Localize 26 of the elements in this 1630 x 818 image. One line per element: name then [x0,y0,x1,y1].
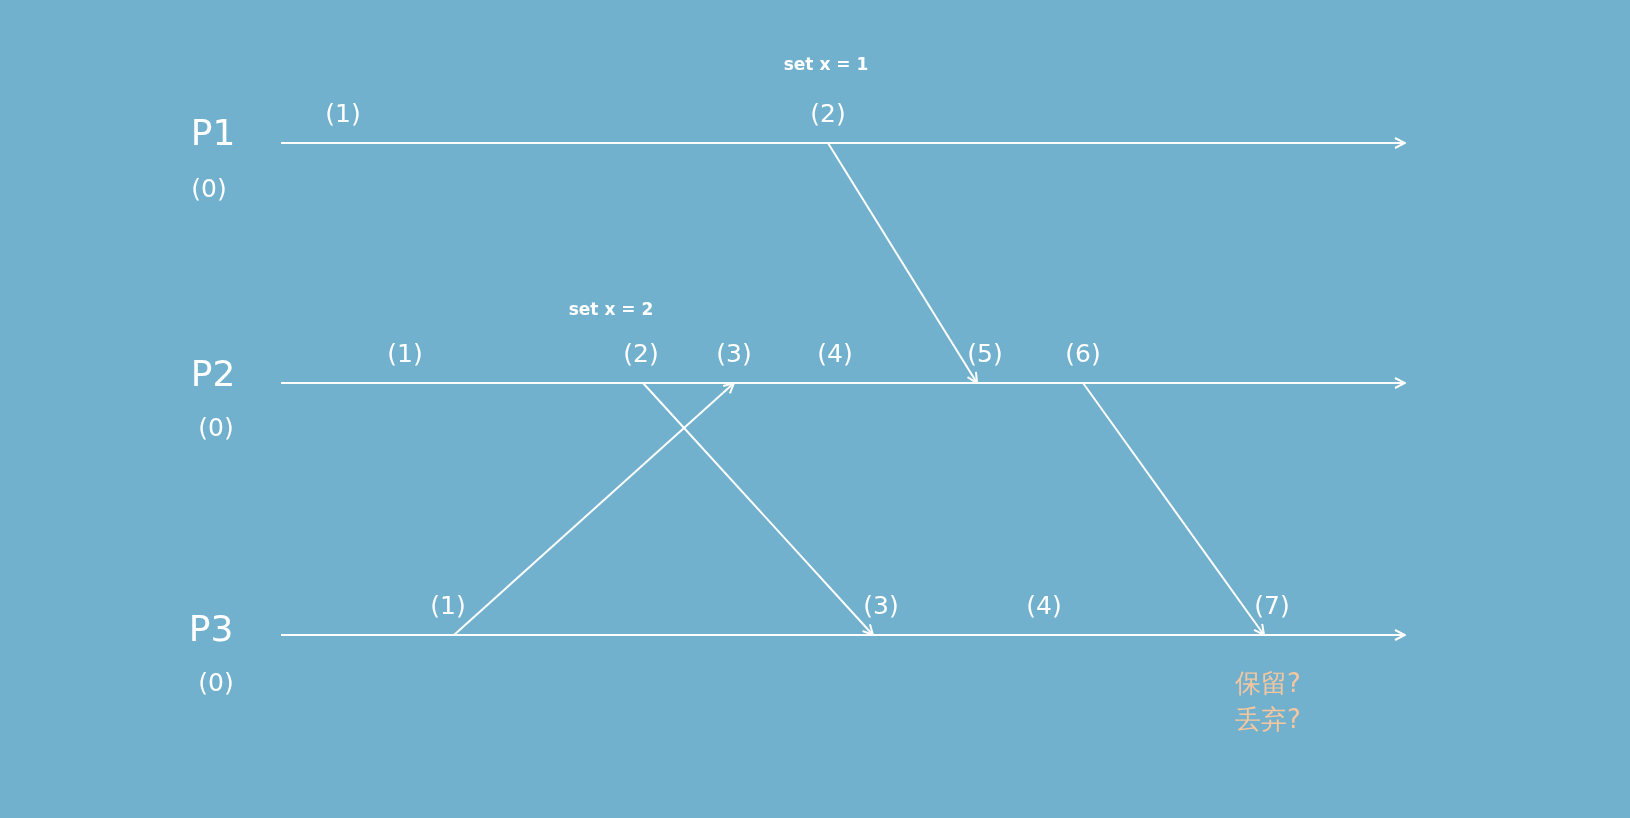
event-label: (2) [804,99,852,143]
process-label: P2 [190,354,236,394]
event-label: (3) [857,591,905,635]
event-label: (3) [710,339,758,383]
message-arrow [642,382,874,636]
question-note: 保留? [1235,667,1301,699]
operation-note: set x = 1 [783,53,869,75]
event-label: (6) [1059,339,1107,383]
event-label: (4) [811,339,859,383]
event-label: (1) [381,339,429,383]
message-arrow [453,382,735,636]
event-label: (1) [319,99,367,143]
event-label: (7) [1248,591,1296,635]
event-label: (4) [1020,591,1068,635]
message-arrow [827,142,978,384]
question-note: 丢弃? [1235,703,1301,735]
message-arrow [1082,382,1265,636]
initial-value-label: (0) [198,413,234,443]
event-label: (1) [424,591,472,635]
process-label: P3 [188,609,234,649]
initial-value-label: (0) [191,174,227,204]
process-label: P1 [190,113,236,153]
initial-value-label: (0) [198,668,234,698]
event-label: (2) [617,339,665,383]
event-label: (5) [961,339,1009,383]
operation-note: set x = 2 [568,298,654,320]
